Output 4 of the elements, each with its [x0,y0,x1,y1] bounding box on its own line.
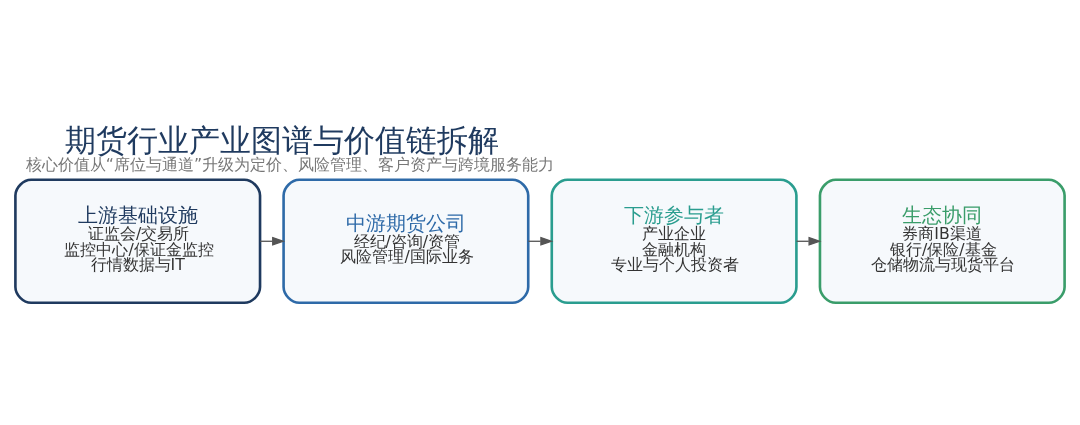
node-box: 上游基础设施 证监会/交易所 监控中心/保证金监控 行情数据与IT [14,178,262,305]
node-box: 生态协同 券商IB渠道 银行/保险/基金 仓储物流与现货平台 [818,178,1066,305]
node-box: 下游参与者 产业企业 金融机构 专业与个人投资者 [550,178,798,305]
node-box: 中游期货公司 经纪/咨询/资管 风险管理/国际业务 [282,178,530,305]
